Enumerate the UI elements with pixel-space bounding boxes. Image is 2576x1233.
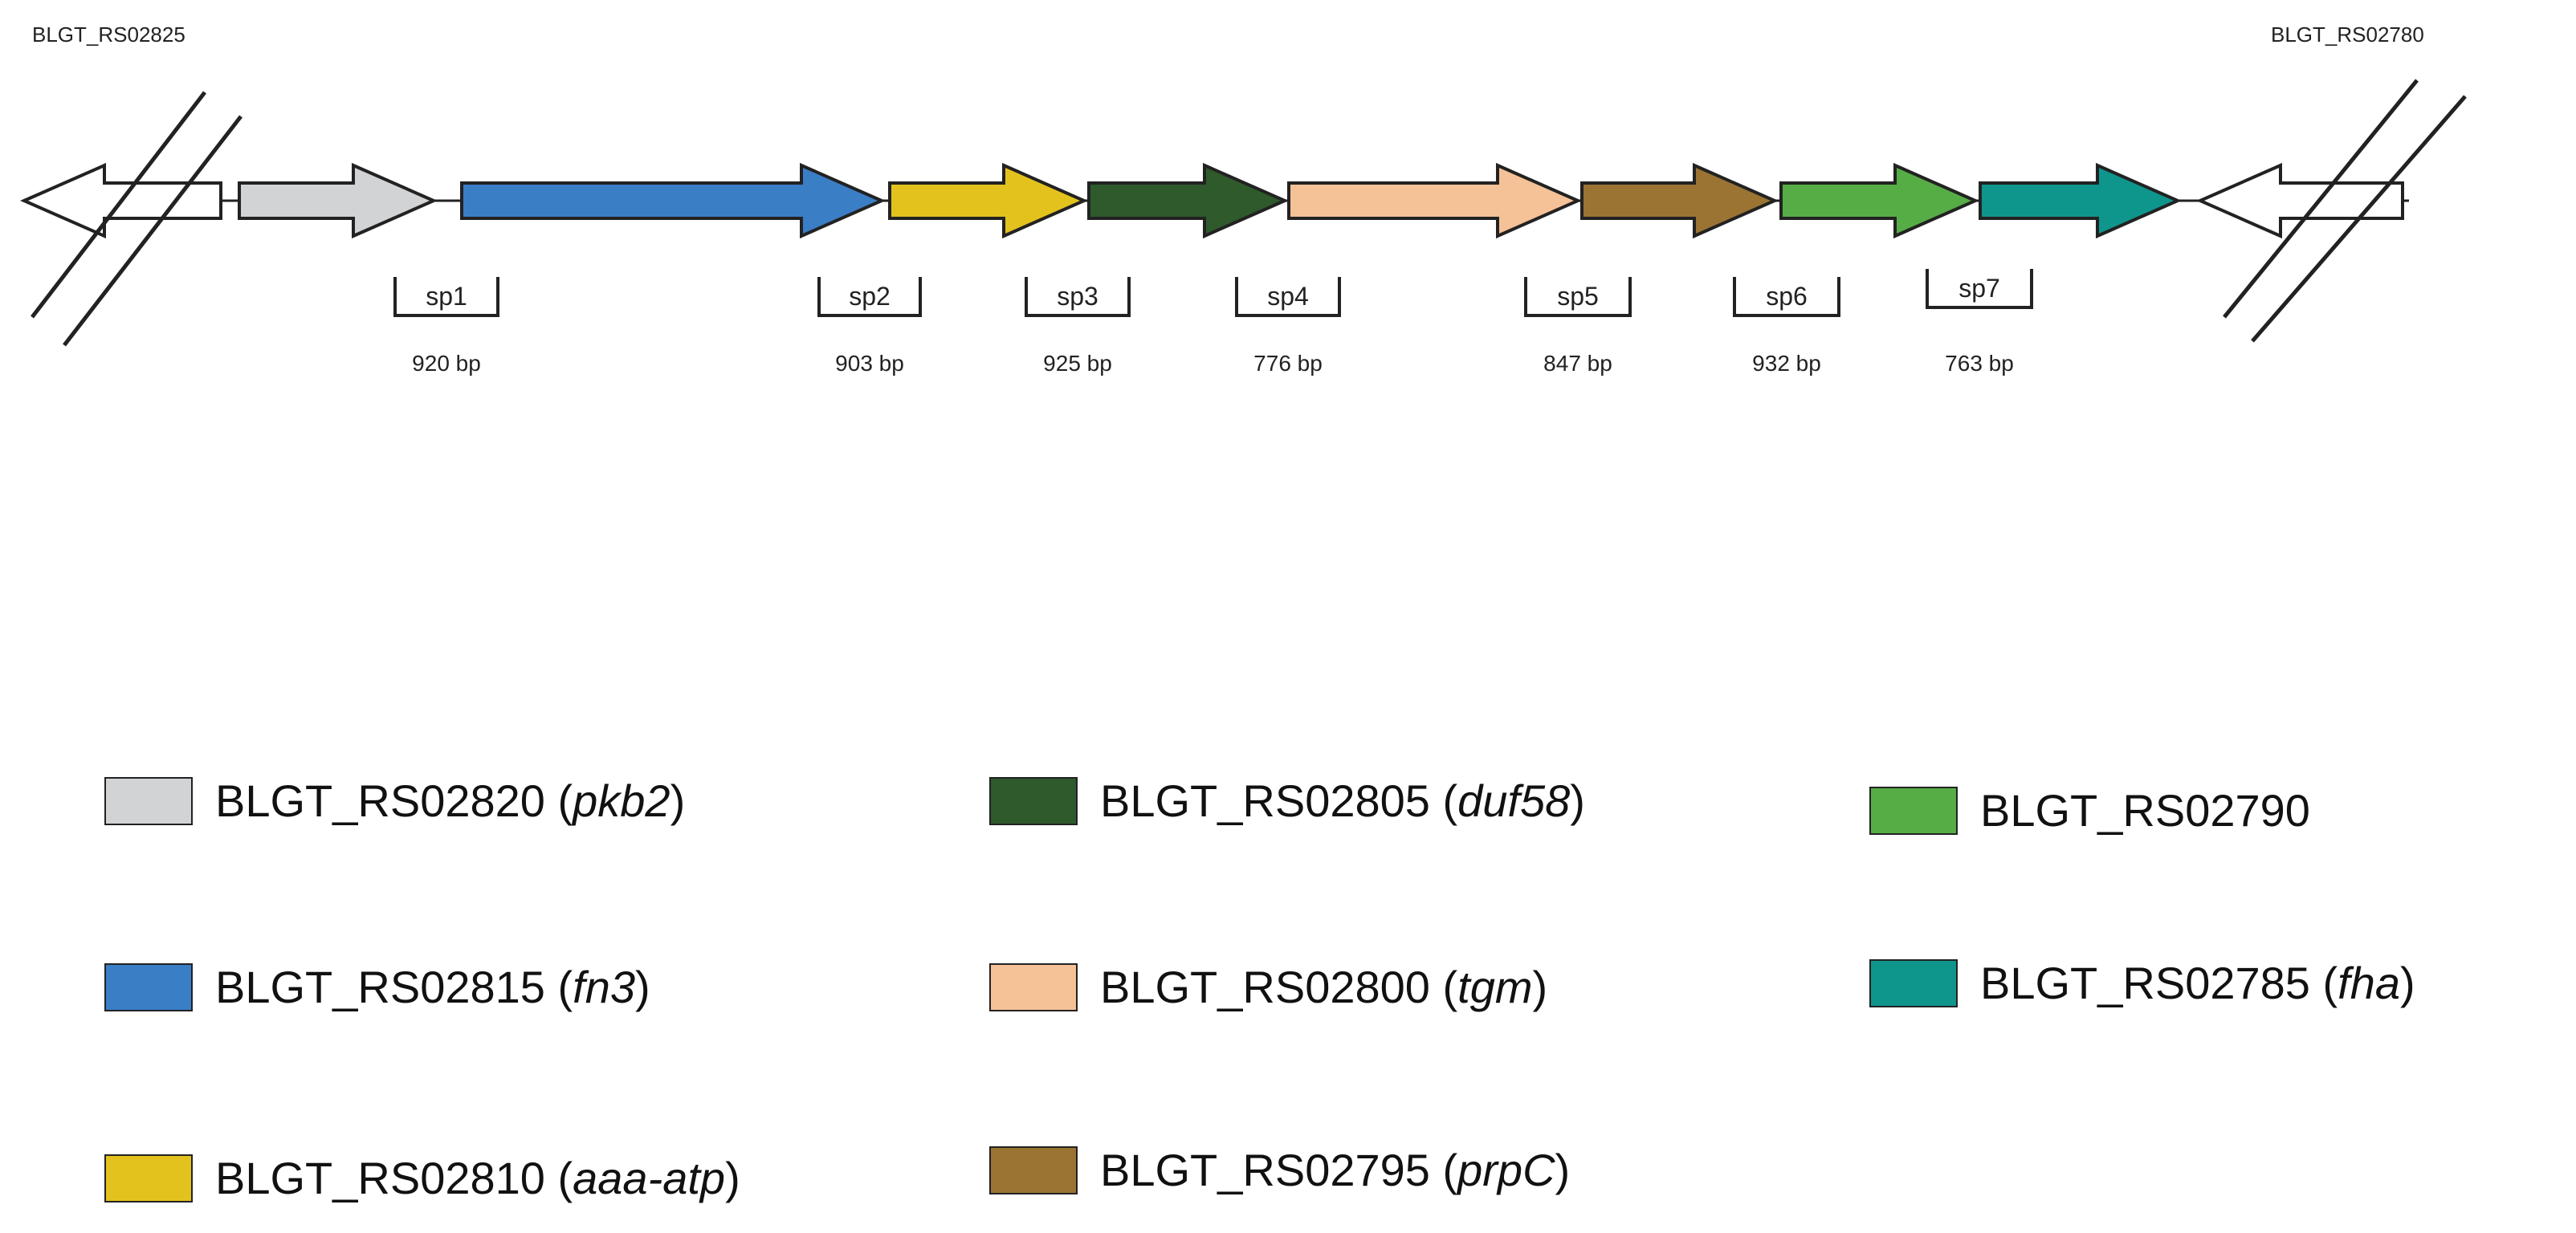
gene-arrow-pkb2 [238,162,438,239]
amplicon-bracket [393,277,499,317]
right-break-mark [2223,79,2419,319]
amplicon-label: sp6 [1766,282,1808,311]
amplicon-bracket [817,277,922,317]
gene-arrow-tgm [1287,162,1582,239]
amplicon-label: sp5 [1557,282,1599,311]
amplicon-sp6: sp6 932 bp [1733,277,1840,376]
left-break-mark [63,115,243,347]
legend-swatch [104,963,193,1011]
amplicon-size: 903 bp [835,351,904,376]
legend-label: BLGT_RS02785 (fha) [1980,958,2415,1008]
amplicon-label: sp1 [426,282,467,311]
legend-swatch [1869,959,1958,1007]
amplicon-sp2: sp2 903 bp [817,277,922,376]
amplicon-sp7: sp7 763 bp [1926,269,2033,376]
amplicon-size: 847 bp [1543,351,1612,376]
legend-item-rs02790: BLGT_RS02790 [1869,787,2310,835]
legend-item-fha: BLGT_RS02785 (fha) [1869,959,2415,1007]
amplicon-label: sp7 [1958,274,2000,303]
left-flank-label: BLGT_RS02825 [32,22,185,47]
legend-item-prpc: BLGT_RS02795 (prpC) [989,1146,1570,1194]
amplicon-bracket [1926,269,2033,309]
gene-arrow-prpc [1580,162,1779,239]
legend-item-aaa-atp: BLGT_RS02810 (aaa-atp) [104,1154,740,1202]
gene-arrow-aaa-atp [888,162,1088,239]
legend-swatch [989,963,1078,1011]
legend-swatch [989,777,1078,825]
amplicon-size: 925 bp [1043,351,1112,376]
legend-swatch [104,1154,193,1202]
amplicon-sp5: sp5 847 bp [1524,277,1632,376]
legend-label: BLGT_RS02805 (duf58) [1100,775,1585,826]
right-break-mark [2251,95,2467,343]
legend-label: BLGT_RS02790 [1980,785,2310,836]
amplicon-size: 776 bp [1253,351,1323,376]
legend-label: BLGT_RS02800 (tgm) [1100,962,1548,1012]
amplicon-bracket [1524,277,1632,317]
legend-item-tgm: BLGT_RS02800 (tgm) [989,963,1547,1011]
right-flank-label: BLGT_RS02780 [2271,22,2424,47]
amplicon-label: sp3 [1057,282,1098,311]
legend-swatch [104,777,193,825]
gene-arrow-rs02790 [1779,162,1979,239]
legend-item-pkb2: BLGT_RS02820 (pkb2) [104,777,685,825]
legend-label: BLGT_RS02820 (pkb2) [215,775,686,826]
amplicon-sp1: sp1 920 bp [393,277,499,376]
legend-item-duf58: BLGT_RS02805 (duf58) [989,777,1585,825]
legend-swatch [989,1146,1078,1194]
amplicon-size: 920 bp [412,351,481,376]
gene-arrow-fn3 [460,162,886,239]
legend-item-fn3: BLGT_RS02815 (fn3) [104,963,650,1011]
amplicon-bracket [1733,277,1840,317]
amplicon-size: 932 bp [1752,351,1821,376]
left-break-mark [31,91,206,319]
legend-label: BLGT_RS02795 (prpC) [1100,1145,1571,1195]
legend-label: BLGT_RS02815 (fn3) [215,962,650,1012]
gene-arrow-fha [1979,162,2182,239]
legend-label: BLGT_RS02810 (aaa-atp) [215,1153,740,1203]
amplicon-sp3: sp3 925 bp [1025,277,1131,376]
legend-swatch [1869,787,1958,835]
right-flank-gene-arrow [2196,162,2404,239]
amplicon-bracket [1025,277,1131,317]
amplicon-bracket [1235,277,1341,317]
amplicon-label: sp4 [1267,282,1309,311]
amplicon-size: 763 bp [1945,351,2014,376]
amplicon-label: sp2 [849,282,891,311]
amplicon-sp4: sp4 776 bp [1235,277,1341,376]
gene-arrow-duf58 [1087,162,1289,239]
